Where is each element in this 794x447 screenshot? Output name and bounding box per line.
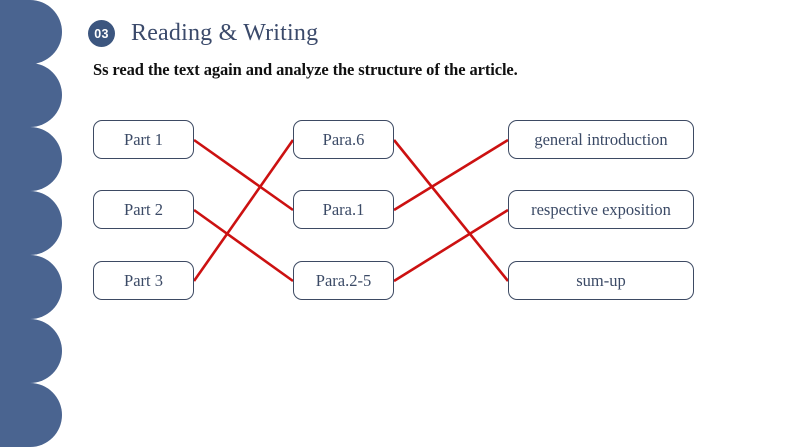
sidebar-blob-7 xyxy=(0,383,62,447)
connector-part-3-to-para-6 xyxy=(192,139,295,282)
sidebar-blob-2 xyxy=(0,63,62,127)
match-box-part-2[interactable]: Part 2 xyxy=(93,190,194,229)
match-box-part-1[interactable]: Part 1 xyxy=(93,120,194,159)
match-box-part-3[interactable]: Part 3 xyxy=(93,261,194,300)
sidebar-blob-5 xyxy=(0,255,62,319)
page-title: Reading & Writing xyxy=(131,20,319,46)
sidebar-blob-6 xyxy=(0,319,62,383)
sidebar-blob-1 xyxy=(0,0,62,64)
connector-para-6-to-sum-up xyxy=(392,139,510,282)
match-box-para-2-5[interactable]: Para.2-5 xyxy=(293,261,394,300)
instruction-text: Ss read the text again and analyze the s… xyxy=(93,60,518,79)
connector-para-1-to-general-introduction xyxy=(393,138,509,212)
match-box-respective-exposition[interactable]: respective exposition xyxy=(508,190,694,229)
sidebar-blob-4 xyxy=(0,191,62,255)
match-box-general-introduction[interactable]: general introduction xyxy=(508,120,694,159)
match-box-para-6[interactable]: Para.6 xyxy=(293,120,394,159)
connector-part-1-to-para-1 xyxy=(193,138,294,212)
connector-part-2-to-para-2-5 xyxy=(193,208,294,283)
match-box-sum-up[interactable]: sum-up xyxy=(508,261,694,300)
match-box-para-1[interactable]: Para.1 xyxy=(293,190,394,229)
sidebar-decoration xyxy=(0,0,72,447)
sidebar-blob-3 xyxy=(0,127,62,191)
section-number-badge: 03 xyxy=(88,20,115,47)
slide-header: 03 Reading & Writing xyxy=(88,20,318,47)
connector-para-2-5-to-respective-exposition xyxy=(393,208,509,283)
